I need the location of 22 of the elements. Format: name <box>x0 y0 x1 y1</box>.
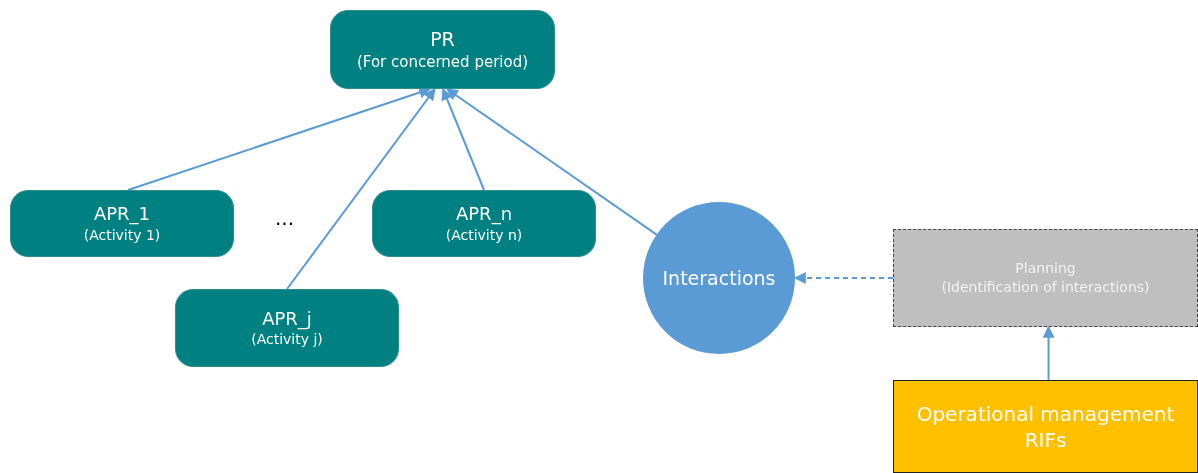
node-title: PR <box>430 27 455 52</box>
arrow <box>286 88 436 290</box>
process-box <box>10 190 234 257</box>
node-title: Interactions <box>662 265 776 291</box>
arrow <box>793 272 894 284</box>
node-subtitle: (Activity n) <box>445 225 523 245</box>
node-subtitle: (Activity 1) <box>83 225 161 245</box>
node-subtitle: (For concerned period) <box>357 51 528 72</box>
process-box <box>175 289 399 367</box>
arrow <box>446 88 658 236</box>
process-box <box>893 229 1198 327</box>
node-title: Operational management RIFs <box>915 400 1176 453</box>
arrow <box>1042 325 1055 381</box>
node-subtitle: (Activity j) <box>251 330 323 350</box>
node-title: APR_n <box>455 202 513 226</box>
node-title: APR_1 <box>93 202 151 226</box>
arrow <box>441 87 485 191</box>
ellipsis-label: ... <box>275 206 295 230</box>
process-box <box>372 190 596 257</box>
node-title: APR_j <box>262 306 312 331</box>
process-box <box>330 10 555 89</box>
process-box <box>893 380 1198 473</box>
